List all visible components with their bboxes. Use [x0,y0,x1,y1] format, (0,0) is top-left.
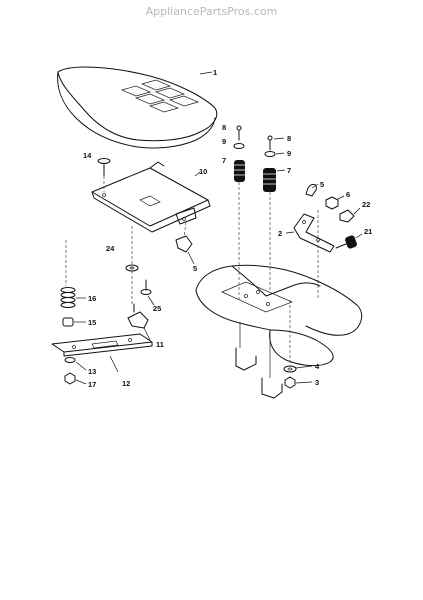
callout-7-right: 7 [287,166,291,175]
spring-part-7-left[interactable] [234,160,245,182]
nut-part-13[interactable] [64,357,76,363]
spring-part-7-right[interactable] [263,168,276,192]
knob-part-22[interactable] [339,209,355,223]
bolt-part-21[interactable] [335,235,358,250]
callout-9-left: 9 [222,137,226,146]
frame-part [195,264,363,399]
callout-7-left: 7 [222,156,226,165]
callout-14: 14 [83,151,92,160]
callout-24: 24 [106,244,115,253]
callout-8-left: 8 [222,123,226,132]
clip-part-left[interactable] [175,235,193,253]
seat-pan-part[interactable] [91,161,211,233]
callout-21: 21 [364,227,372,236]
nut-part-17[interactable] [64,372,76,385]
callout-2: 2 [278,229,282,238]
callout-17: 17 [88,380,96,389]
callout-12: 12 [122,379,130,388]
spacer-part-15[interactable] [62,317,74,327]
washer-part-9-right[interactable] [264,151,276,157]
callout-3: 3 [315,378,319,387]
callout-25: 25 [153,304,161,313]
spring-part-16[interactable] [60,287,76,308]
callout-10: 10 [199,167,207,176]
callout-13: 13 [88,367,96,376]
washer-part-9-left[interactable] [233,143,245,149]
pin-part-left[interactable] [236,125,242,141]
slide-rail-part[interactable] [51,333,153,357]
callout-16: 16 [88,294,96,303]
bolt-part-25[interactable] [140,279,152,295]
pin-part-right[interactable] [267,135,273,151]
callout-6: 6 [346,190,350,199]
callout-15: 15 [88,318,96,327]
seat-part[interactable] [57,66,218,149]
callout-1: 1 [213,68,217,77]
bracket-part[interactable] [293,213,335,253]
callout-5-left: 5 [193,264,197,273]
callout-8-right: 8 [287,134,291,143]
watermark: AppliancePartsPros.com [145,5,278,18]
callout-4: 4 [315,362,320,371]
callout-9-right: 9 [287,149,291,158]
carriage-bolt-part[interactable] [97,158,111,177]
callout-5-right: 5 [320,180,324,189]
callout-11: 11 [156,340,164,349]
washer-part-4[interactable] [283,365,297,373]
nut-part-3[interactable] [284,376,296,389]
nut-part-6[interactable] [325,196,339,210]
callout-22: 22 [362,200,370,209]
adjustment-knob-part[interactable] [127,303,149,329]
